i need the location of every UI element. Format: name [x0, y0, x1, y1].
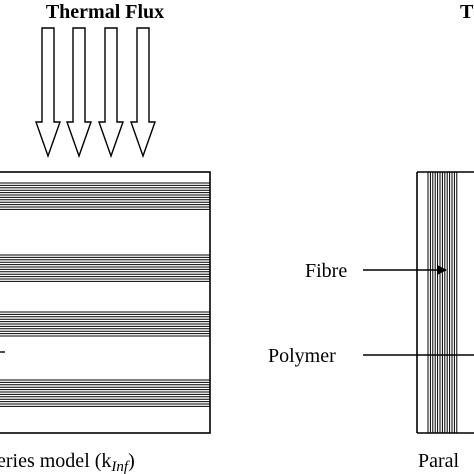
series-model-block — [0, 171, 211, 434]
parallel-model-caption: Paral — [418, 450, 460, 472]
thermal-flux-title: Thermal Flux — [46, 1, 164, 23]
series-model-frame — [0, 171, 211, 434]
flux-arrow-icon — [98, 27, 124, 159]
polymer-label: Polymer — [268, 345, 336, 367]
flux-arrow-icon — [66, 27, 92, 159]
parallel-fibre-layers — [427, 172, 458, 433]
series-fibre-band — [0, 254, 210, 282]
series-fibre-layers — [0, 182, 210, 407]
flux-arrow-icon — [35, 27, 61, 159]
series-fibre-band — [0, 379, 210, 407]
parallel-model-block — [416, 171, 474, 434]
fibre-label: Fibre — [305, 260, 347, 282]
series-fibre-band — [0, 311, 210, 337]
thermal-flux-arrows — [35, 27, 156, 159]
series-model-caption: eries model (kInf) — [0, 450, 135, 474]
flux-arrow-icon — [130, 27, 156, 159]
series-fibre-band — [0, 182, 210, 210]
parallel-fibre-band — [427, 172, 458, 433]
thermal-flux-title-right: T — [460, 1, 474, 23]
